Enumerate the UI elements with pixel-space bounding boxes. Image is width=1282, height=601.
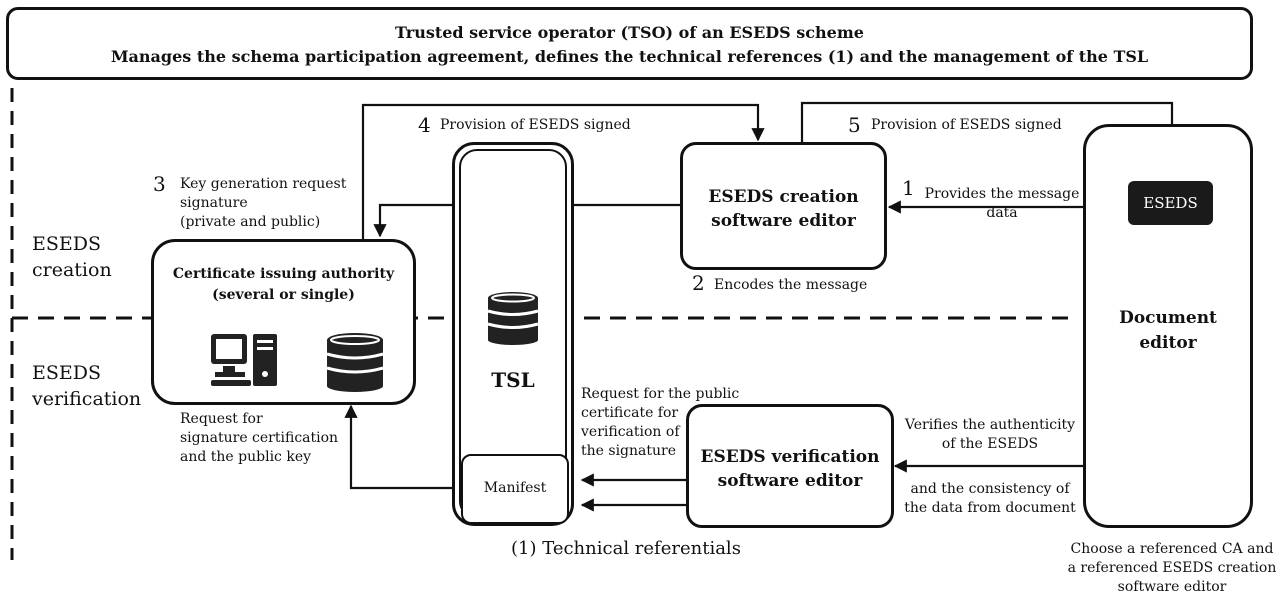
step-3-line1: Key generation request (180, 176, 347, 192)
step-3-label: Key generation request signature (privat… (180, 175, 346, 232)
request-public-line2: certificate for (581, 405, 679, 421)
request-public-label: Request for the public certificate for v… (581, 385, 739, 461)
ca-title: Certificate issuing authority (172, 266, 395, 282)
document-editor-line1: Document (1119, 308, 1217, 328)
tso-title: Trusted service operator (TSO) of an ESE… (395, 23, 864, 42)
verification-editor-box: ESEDS verification software editor (686, 404, 894, 528)
choose-line2: a referenced ESEDS creation (1067, 560, 1277, 576)
request-public-line3: verification of (581, 424, 680, 440)
request-public-line1: Request for the public (581, 386, 740, 402)
request-public-line4: the signature (581, 443, 676, 459)
verify-label: Verifies the authenticity of the ESEDS (899, 416, 1081, 454)
step-3-line3: (private and public) (180, 214, 321, 230)
zone-creation-line2: creation (32, 259, 112, 281)
tso-header-box: Trusted service operator (TSO) of an ESE… (6, 7, 1253, 80)
request-certification-line3: and the public key (180, 449, 312, 465)
choose-line1: Choose a referenced CA and (1070, 541, 1274, 557)
step-1-line2: data (986, 205, 1018, 221)
choose-referenced-label: Choose a referenced CA and a referenced … (1062, 540, 1282, 597)
technical-referentials-label: (1) Technical referentials (511, 538, 741, 559)
arrow-request-certification (344, 404, 455, 490)
verification-editor-line1: ESEDS verification (700, 447, 880, 467)
request-certification-label: Request for signature certification and … (180, 410, 338, 467)
consistency-line2: the data from document (904, 500, 1076, 516)
ca-subtitle: (several or single) (212, 287, 355, 303)
step-1-number: 1 (902, 176, 915, 200)
consistency-label: and the consistency of the data from doc… (899, 480, 1081, 518)
verification-editor-line2: software editor (717, 471, 863, 491)
manifest-label: Manifest (483, 480, 547, 496)
zone-creation-line1: ESEDS (32, 233, 102, 255)
choose-line3: software editor (1117, 579, 1227, 595)
creation-editor-box: ESEDS creation software editor (680, 142, 887, 270)
eseds-badge: ESEDS (1128, 181, 1213, 225)
zone-verification-label: ESEDS verification (32, 360, 141, 412)
step-1-label: Provides the message data (921, 185, 1083, 223)
zone-creation-label: ESEDS creation (32, 231, 112, 283)
document-editor-box: ESEDS Document editor (1083, 124, 1253, 528)
consistency-line1: and the consistency of (910, 481, 1070, 497)
document-editor-line2: editor (1139, 333, 1197, 353)
ca-box: Certificate issuing authority (several o… (151, 239, 416, 405)
tsl-database-icon (487, 292, 539, 345)
step-5-label: Provision of ESEDS signed (871, 117, 1062, 133)
zone-verification-line1: ESEDS (32, 362, 102, 384)
creation-editor-line2: software editor (711, 211, 856, 231)
step-4-number: 4 (418, 113, 431, 137)
step-1-line1: Provides the message (924, 186, 1080, 202)
request-certification-line1: Request for (180, 411, 263, 427)
request-certification-line2: signature certification (180, 430, 339, 446)
tsl-label: TSL (491, 368, 535, 392)
manifest-box: Manifest (461, 454, 569, 524)
zone-verification-line2: verification (32, 388, 142, 410)
step-3-line2: signature (180, 195, 248, 211)
step-2-number: 2 (692, 271, 705, 295)
database-icon (326, 333, 384, 392)
step-3-number: 3 (153, 172, 166, 196)
arrow-step-4 (361, 103, 765, 240)
verify-line1: Verifies the authenticity (904, 417, 1076, 433)
tsl-box: TSL Manifest (452, 142, 574, 526)
tso-subtitle: Manages the schema participation agreeme… (110, 47, 1149, 66)
computer-icon (211, 334, 277, 386)
creation-editor-line1: ESEDS creation (708, 187, 859, 207)
verify-line2: of the ESEDS (941, 436, 1039, 452)
arrow-step-3 (373, 203, 681, 238)
step-5-number: 5 (848, 113, 861, 137)
step-4-label: Provision of ESEDS signed (440, 117, 631, 133)
step-2-label: Encodes the message (714, 277, 868, 293)
